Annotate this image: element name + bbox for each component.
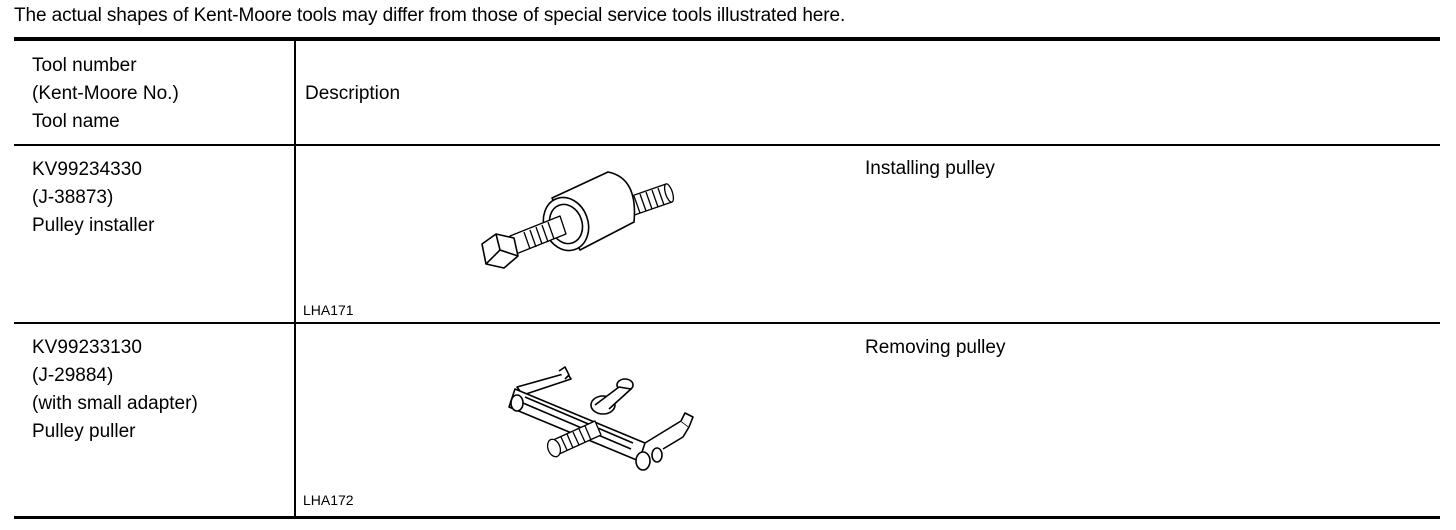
table-row-tool-info: KV99233130 (J-29884) (with small adapter…: [32, 334, 198, 446]
table-top-rule: [14, 37, 1440, 41]
tool-number: KV99234330: [32, 159, 142, 180]
header-divider: [14, 144, 1440, 146]
page-note: The actual shapes of Kent-Moore tools ma…: [14, 5, 846, 26]
row-divider: [14, 322, 1440, 324]
kent-moore-number: (J-29884): [32, 365, 114, 386]
pulley-installer-drawing-icon: [470, 158, 690, 288]
figure-code: LHA172: [303, 492, 354, 508]
tool-number: KV99233130: [32, 337, 142, 358]
tool-description: Installing pulley: [865, 158, 995, 179]
tool-name: Pulley puller: [32, 421, 136, 442]
pulley-puller-drawing-icon: [495, 365, 725, 495]
table-bottom-rule: [14, 516, 1440, 519]
kent-moore-number: (J-38873): [32, 187, 114, 208]
header-line: Tool name: [32, 111, 120, 132]
header-description: Description: [305, 83, 401, 104]
adapter-note: (with small adapter): [32, 393, 198, 414]
table-row-tool-info: KV99234330 (J-38873) Pulley installer: [32, 156, 155, 240]
header-line: Tool number: [32, 55, 137, 76]
tool-name: Pulley installer: [32, 215, 155, 236]
figure-code: LHA171: [303, 302, 354, 318]
header-tool-column: Tool number (Kent-Moore No.) Tool name: [32, 52, 179, 136]
header-line: (Kent-Moore No.): [32, 83, 179, 104]
column-divider: [294, 41, 296, 517]
tool-description: Removing pulley: [865, 337, 1006, 358]
